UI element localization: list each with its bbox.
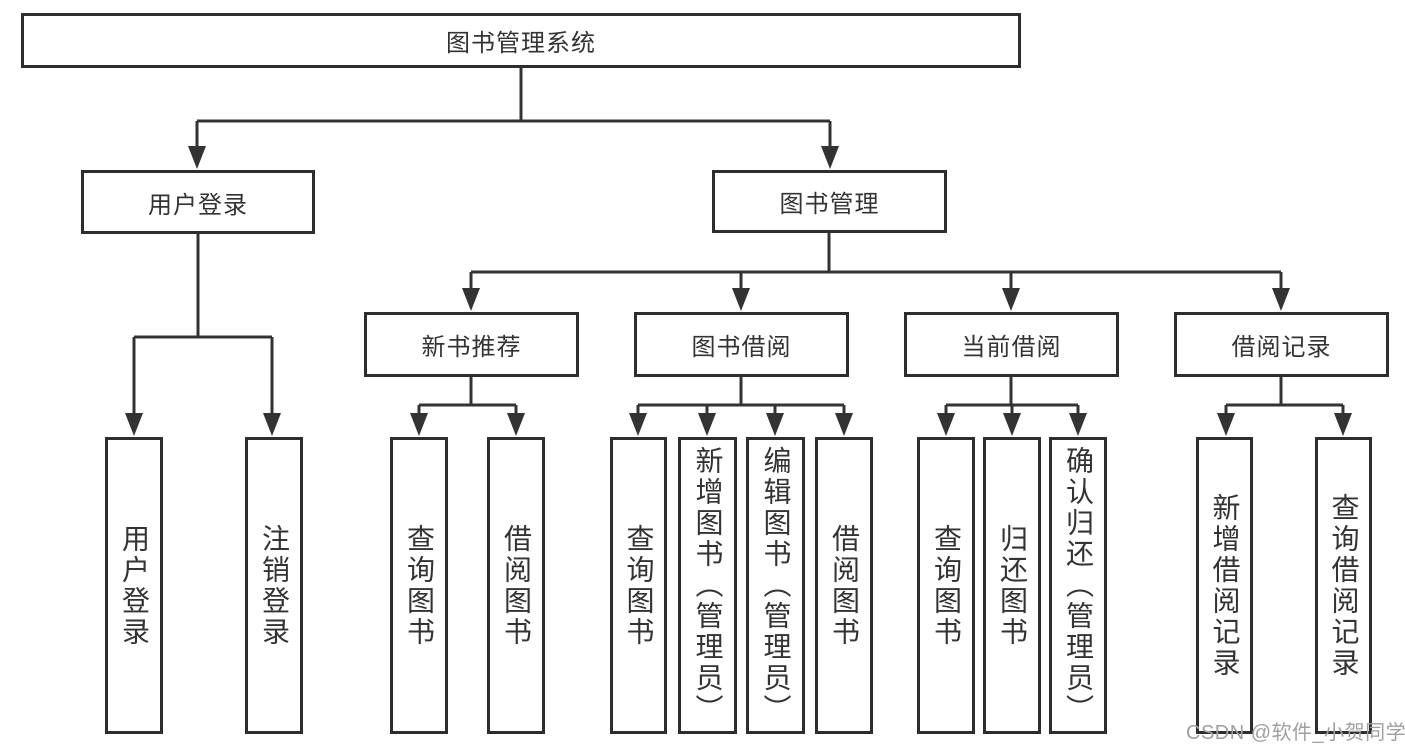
- node-user-login: 用户登录: [81, 170, 315, 234]
- leaf-current-query-book-label: 查询图书: [931, 523, 962, 648]
- leaf-borrowing-add-book: 新增图书（管理员）: [678, 437, 737, 734]
- node-root-system: 图书管理系统: [21, 13, 1021, 68]
- node-borrowing-records: 借阅记录: [1174, 312, 1389, 377]
- connector-book-management-to-level3: [469, 233, 1283, 290]
- leaf-records-add-record-label: 新增借阅记录: [1209, 492, 1241, 679]
- node-borrowing-records-label: 借阅记录: [1231, 334, 1332, 361]
- csdn-watermark: CSDN @软件_小贺同学: [1186, 722, 1405, 744]
- leaf-recommend-borrow-book-label: 借阅图书: [501, 523, 532, 648]
- leaf-user-login-label: 用户登录: [119, 523, 150, 648]
- leaf-current-return-book-label: 归还图书: [997, 523, 1028, 648]
- leaf-current-query-book: 查询图书: [917, 437, 975, 734]
- node-new-book-recommend-label: 新书推荐: [421, 334, 522, 361]
- leaf-user-login: 用户登录: [105, 437, 163, 734]
- leaf-records-query-record: 查询借阅记录: [1315, 437, 1372, 734]
- connector-level3-to-leaves: [417, 377, 1345, 415]
- leaf-borrowing-edit-book-label: 编辑图书（管理员）: [760, 446, 792, 725]
- node-current-borrowing: 当前借阅: [904, 312, 1119, 377]
- leaf-borrowing-borrow-book: 借阅图书: [815, 437, 873, 734]
- leaf-logout-label: 注销登录: [259, 523, 290, 648]
- leaf-current-return-book: 归还图书: [983, 437, 1041, 734]
- node-user-login-label: 用户登录: [148, 191, 248, 219]
- node-current-borrowing-label: 当前借阅: [961, 334, 1062, 361]
- arrowheads: [125, 146, 1352, 436]
- leaf-borrowing-borrow-book-label: 借阅图书: [829, 523, 860, 648]
- node-book-management: 图书管理: [712, 170, 947, 233]
- leaf-current-confirm-return-label: 确认归还（管理员）: [1063, 446, 1094, 725]
- leaf-recommend-query-book: 查询图书: [390, 437, 448, 734]
- connector-user-login-to-leaves: [132, 234, 274, 415]
- leaf-recommend-borrow-book: 借阅图书: [487, 437, 545, 734]
- node-root-system-label: 图书管理系统: [446, 30, 596, 57]
- leaf-records-add-record: 新增借阅记录: [1196, 437, 1253, 734]
- node-book-management-label: 图书管理: [779, 191, 880, 218]
- leaf-borrowing-add-book-label: 新增图书（管理员）: [692, 446, 724, 725]
- node-book-borrowing-label: 图书借阅: [691, 334, 792, 361]
- leaf-borrowing-edit-book: 编辑图书（管理员）: [746, 437, 805, 734]
- node-new-book-recommend: 新书推荐: [364, 312, 579, 377]
- leaf-recommend-query-book-label: 查询图书: [404, 523, 435, 648]
- leaf-borrowing-query-book-label: 查询图书: [623, 523, 655, 648]
- node-book-borrowing: 图书借阅: [634, 312, 849, 377]
- leaf-logout: 注销登录: [245, 437, 303, 734]
- connector-root-to-level2: [195, 68, 832, 147]
- leaf-records-query-record-label: 查询借阅记录: [1328, 492, 1360, 679]
- leaf-borrowing-query-book: 查询图书: [610, 437, 667, 734]
- leaf-current-confirm-return: 确认归还（管理员）: [1049, 437, 1107, 734]
